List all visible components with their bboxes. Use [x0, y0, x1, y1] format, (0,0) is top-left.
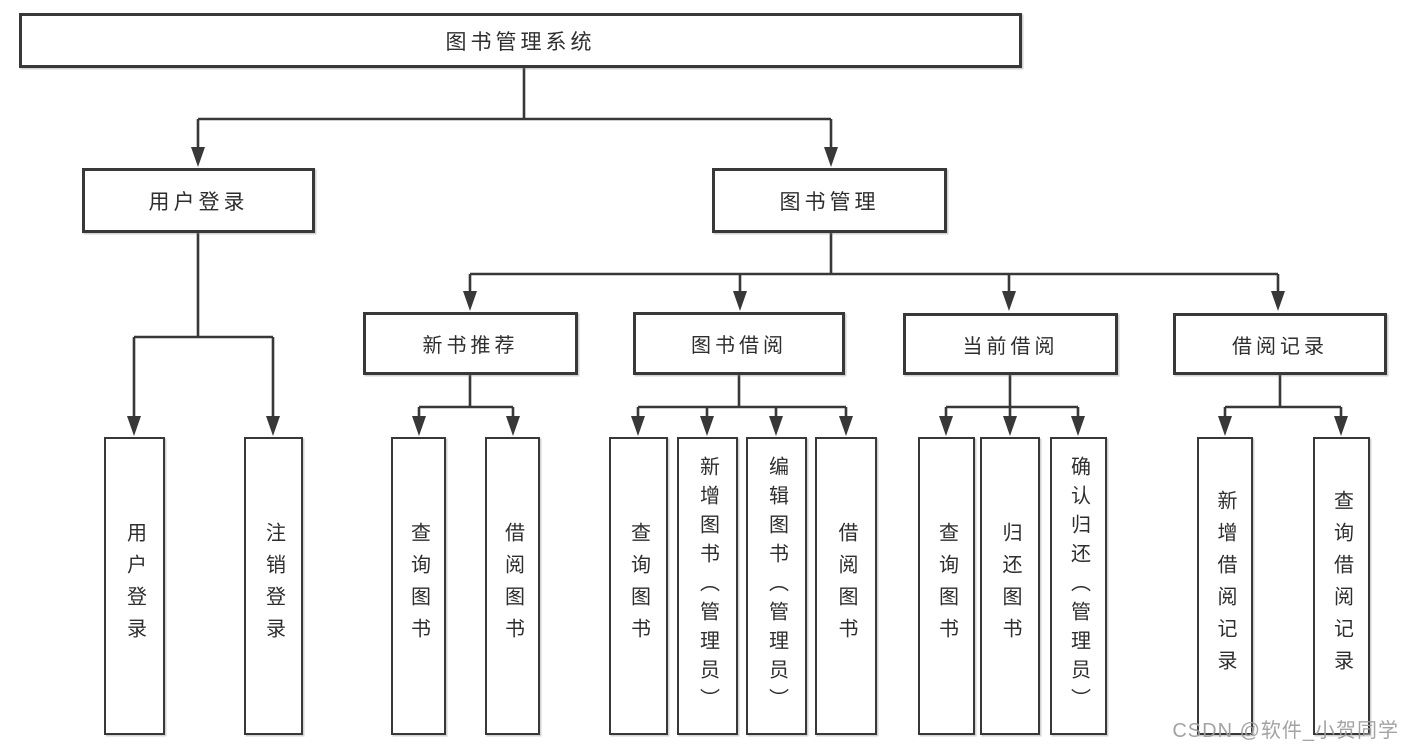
leaf-borrow-books-borrowing: 借阅图书	[815, 437, 877, 735]
leaf-label: 新增图书（管理员）	[696, 455, 719, 717]
leaf-label: 新增借阅记录	[1214, 490, 1236, 682]
leaf-user-login: 用户登录	[104, 437, 165, 735]
node-user-login: 用户登录	[82, 168, 315, 233]
connector-borrowing-records-to-leaves	[1223, 375, 1343, 418]
leaf-confirm-return-admin: 确认归还（管理员）	[1050, 437, 1107, 735]
leaf-add-borrow-record: 新增借阅记录	[1197, 437, 1253, 735]
node-label: 借阅记录	[1232, 335, 1328, 358]
node-label: 新书推荐	[422, 335, 519, 357]
leaf-return-books: 归还图书	[980, 437, 1040, 735]
connector-new-book-recommend-to-leaves	[417, 375, 515, 418]
leaf-borrow-books-recommend: 借阅图书	[485, 437, 540, 735]
csdn-watermark: CSDN @软件_小贺同学	[1172, 720, 1399, 742]
arrowheads	[127, 147, 1348, 436]
leaf-label: 归还图书	[999, 522, 1021, 650]
node-label: 图书管理系统	[445, 30, 596, 54]
node-book-borrowing: 图书借阅	[633, 312, 845, 375]
leaf-query-books-current: 查询图书	[918, 437, 975, 735]
leaf-label: 借阅图书	[835, 522, 857, 650]
leaf-label: 用户登录	[123, 522, 146, 650]
node-label: 图书管理	[779, 190, 880, 214]
leaf-label: 查询图书	[407, 522, 430, 650]
leaf-label: 查询借阅记录	[1330, 490, 1353, 682]
node-label: 当前借阅	[962, 335, 1059, 358]
node-borrowing-records: 借阅记录	[1173, 313, 1387, 375]
node-current-borrowing: 当前借阅	[903, 313, 1118, 375]
node-book-management: 图书管理	[712, 168, 947, 233]
leaf-label: 注销登录	[262, 522, 285, 650]
leaf-logout-login: 注销登录	[244, 437, 303, 735]
connector-current-borrowing-to-leaves	[944, 375, 1080, 418]
leaf-query-books-borrowing: 查询图书	[609, 437, 668, 735]
leaf-query-books-recommend: 查询图书	[391, 437, 446, 735]
leaf-label: 查询图书	[627, 522, 650, 650]
node-new-book-recommend: 新书推荐	[363, 312, 578, 375]
leaf-add-books-admin: 新增图书（管理员）	[677, 437, 738, 735]
leaf-label: 查询图书	[935, 522, 958, 650]
leaf-edit-books-admin: 编辑图书（管理员）	[746, 437, 807, 735]
connector-book-borrowing-to-leaves	[636, 375, 848, 418]
leaf-query-borrow-record: 查询借阅记录	[1313, 437, 1370, 735]
node-library-system: 图书管理系统	[19, 13, 1022, 68]
leaf-label: 确认归还（管理员）	[1067, 455, 1090, 717]
leaf-label: 编辑图书（管理员）	[765, 455, 788, 717]
connector-user-login-to-leaves	[132, 233, 275, 417]
leaf-label: 借阅图书	[501, 522, 524, 650]
connector-book-management-to-level3	[468, 233, 1280, 293]
node-label: 图书借阅	[691, 335, 787, 357]
node-label: 用户登录	[148, 190, 249, 214]
